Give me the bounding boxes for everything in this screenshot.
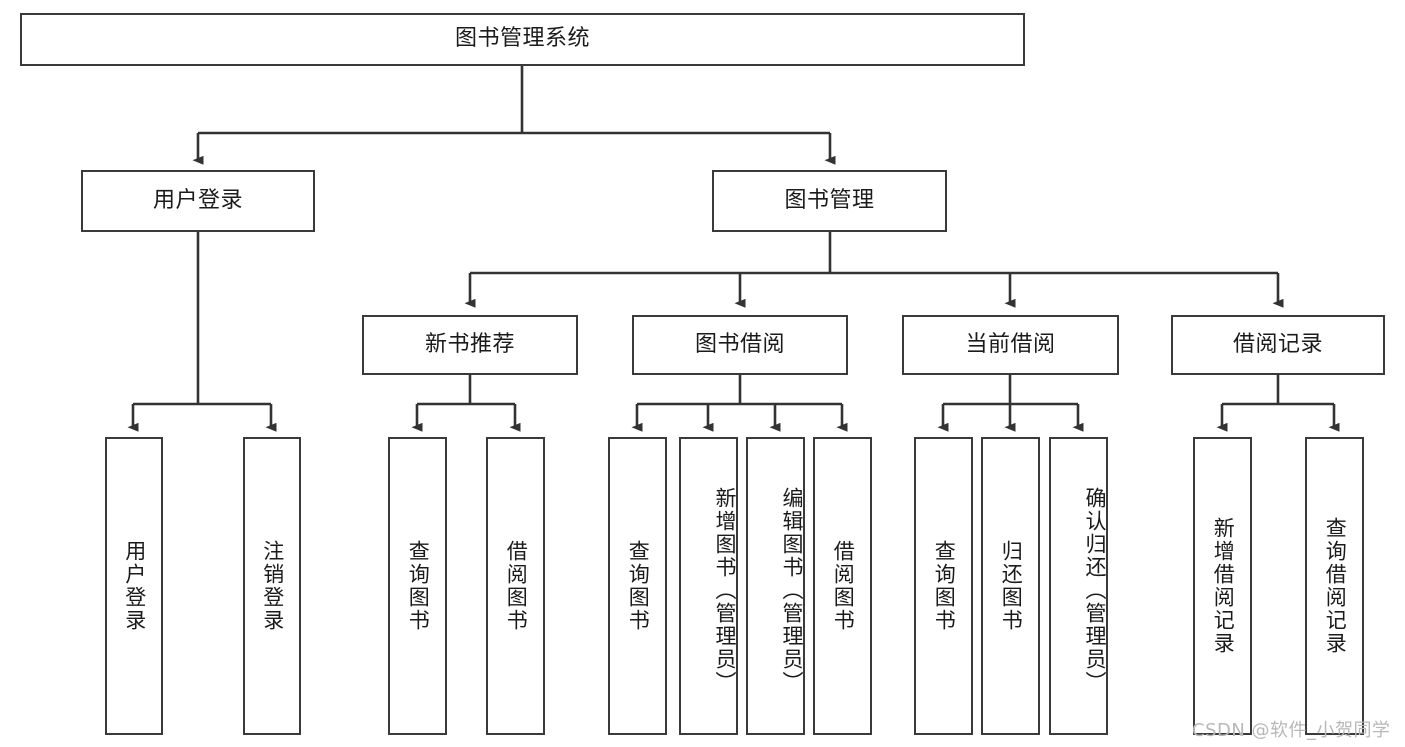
leaf-user-login-logout[interactable]: 注销登录: [243, 437, 301, 735]
leaf-new-book-borrow-book[interactable]: 借阅图书: [486, 437, 545, 735]
leaf-book-borrow-query-book[interactable]: 查询图书: [608, 437, 667, 735]
node-root-system[interactable]: 图书管理系统: [20, 13, 1025, 66]
node-book-borrow[interactable]: 图书借阅: [632, 315, 848, 375]
leaf-new-book-query-book[interactable]: 查询图书: [388, 437, 447, 735]
node-user-login[interactable]: 用户登录: [81, 170, 315, 232]
leaf-book-borrow-add-book-admin[interactable]: 新增图书（管理员）: [679, 437, 738, 735]
node-book-management[interactable]: 图书管理: [712, 170, 947, 232]
leaf-borrow-record-add-record[interactable]: 新增借阅记录: [1193, 437, 1252, 735]
leaf-book-borrow-borrow-book[interactable]: 借阅图书: [813, 437, 872, 735]
node-new-book-recommend[interactable]: 新书推荐: [362, 315, 578, 375]
node-borrow-record[interactable]: 借阅记录: [1171, 315, 1385, 375]
leaf-book-borrow-edit-book-admin[interactable]: 编辑图书（管理员）: [746, 437, 805, 735]
leaf-user-login-login[interactable]: 用户登录: [105, 437, 163, 735]
leaf-current-borrow-confirm-return-admin[interactable]: 确认归还（管理员）: [1049, 437, 1108, 735]
csdn-watermark: CSDN @软件_小贺同学: [1192, 720, 1391, 741]
node-current-borrow[interactable]: 当前借阅: [902, 315, 1119, 375]
leaf-current-borrow-return-book[interactable]: 归还图书: [981, 437, 1040, 735]
leaf-borrow-record-query-record[interactable]: 查询借阅记录: [1305, 437, 1364, 735]
leaf-current-borrow-query-book[interactable]: 查询图书: [914, 437, 973, 735]
